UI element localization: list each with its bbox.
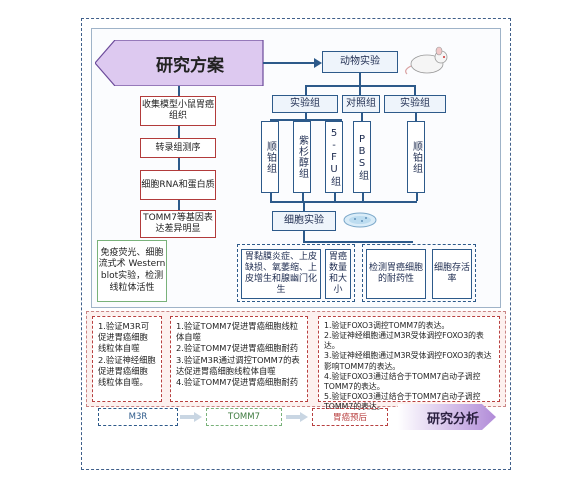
validation-item: 2.验证神经细胞通过M3R受体调控FOXO3的表达。 <box>324 331 494 351</box>
validation-item: 4.验证FOXO3通过结合于TOMM7启动子调控TOMM7的表达。 <box>324 372 494 392</box>
connector <box>305 85 307 95</box>
step-collect-tissue: 收集模型小鼠胃癌组织 <box>140 96 216 126</box>
connector <box>415 113 417 121</box>
drug-column-paclitaxel: 紫杉醇组 <box>293 121 311 193</box>
drug-resistance-box: 检测胃癌细胞的耐药性 <box>366 249 426 299</box>
connector <box>303 201 305 211</box>
validation-item: 1.验证TOMM7促进胃癌细胞线粒体自噬 <box>176 321 302 343</box>
drug-label: 5-FU组 <box>327 128 342 187</box>
tumor-count-box: 胃癌数量和大小 <box>325 249 351 299</box>
connector <box>270 193 272 201</box>
arrow-icon <box>314 58 322 68</box>
connector <box>334 193 336 201</box>
validation-item: 2.验证神经细胞促进胃癌细胞线粒体自噬。 <box>98 355 156 389</box>
drug-label: 顺铂组 <box>409 141 424 174</box>
connector <box>303 231 305 241</box>
connector <box>359 85 361 95</box>
assay-box: 免疫荧光、细胞流式术 Western blot实验，检测线粒体活性 <box>97 240 167 302</box>
petri-dish-icon <box>342 210 378 230</box>
tag-tomm7: TOMM7 <box>206 408 282 426</box>
validation-card-m3r: 1.验证M3R可促进胃癌细胞线粒体自噬 2.验证神经细胞促进胃癌细胞线粒体自噬。 <box>92 316 162 402</box>
animal-experiment-box: 动物实验 <box>322 51 398 73</box>
drug-column-5fu: 5-FU组 <box>325 121 343 193</box>
arrow-right-icon <box>286 412 308 422</box>
tag-prognosis: 胃癌预后 <box>312 408 388 426</box>
tag-m3r: M3R <box>98 408 178 426</box>
arrow-right-icon <box>180 412 202 422</box>
cell-survival-box: 细胞存活率 <box>432 249 472 299</box>
connector <box>416 193 418 201</box>
connector <box>362 193 364 201</box>
group-control: 对照组 <box>342 95 380 113</box>
drug-column-cisplatin: 顺铂组 <box>261 121 279 193</box>
drug-label: 顺铂组 <box>263 141 278 174</box>
drug-column-pbs: PBS组 <box>353 121 371 193</box>
analysis-label: 研究分析 <box>418 404 488 430</box>
validation-item: 3.验证M3R通过调控TOMM7的表达促进胃癌细胞线粒体自噬 <box>176 355 302 377</box>
drug-column-cisplatin-2: 顺铂组 <box>407 121 425 193</box>
validation-item: 2.验证TOMM7促进胃癌细胞耐药 <box>176 343 302 354</box>
validation-card-tomm7: 1.验证TOMM7促进胃癌细胞线粒体自噬 2.验证TOMM7促进胃癌细胞耐药 3… <box>170 316 308 402</box>
validation-item: 3.验证神经细胞通过M3R受体调控FOXO3的表达影响TOMM7的表达。 <box>324 351 494 371</box>
connector <box>178 200 180 210</box>
step-tomm7-diff: TOMM7等基因表达差异明显 <box>140 210 216 238</box>
connector <box>178 86 180 96</box>
connector <box>270 201 417 203</box>
tissue-phenotype-box: 胃黏膜炎症、上皮缺损、氧萎缩、上皮增生和腺幽门化生 <box>241 249 321 299</box>
mouse-icon <box>405 44 453 76</box>
page-title: 研究方案 <box>120 46 260 80</box>
validation-item: 4.验证TOMM7促进胃癌细胞耐药 <box>176 377 302 388</box>
connector <box>359 73 361 85</box>
step-rna-protein: 细胞RNA和蛋白质 <box>140 170 216 200</box>
cell-experiment-box: 细胞实验 <box>272 211 336 231</box>
validation-item: 1.验证M3R可促进胃癌细胞线粒体自噬 <box>98 321 156 355</box>
connector <box>263 62 317 64</box>
validation-card-foxo3: 1.验证FOXO3调控TOMM7的表达。 2.验证神经细胞通过M3R受体调控FO… <box>318 316 500 402</box>
group-experimental-2: 实验组 <box>384 95 446 113</box>
validation-item: 1.验证FOXO3调控TOMM7的表达。 <box>324 321 494 331</box>
connector <box>414 85 416 95</box>
drug-label: 紫杉醇组 <box>295 135 310 179</box>
connector <box>178 126 180 138</box>
step-transcriptome: 转录组测序 <box>140 138 216 158</box>
drug-label: PBS组 <box>355 134 370 181</box>
group-experimental-1: 实验组 <box>272 95 338 113</box>
connector <box>303 241 413 243</box>
connector <box>302 193 304 201</box>
connector <box>178 158 180 170</box>
connector <box>361 113 363 121</box>
